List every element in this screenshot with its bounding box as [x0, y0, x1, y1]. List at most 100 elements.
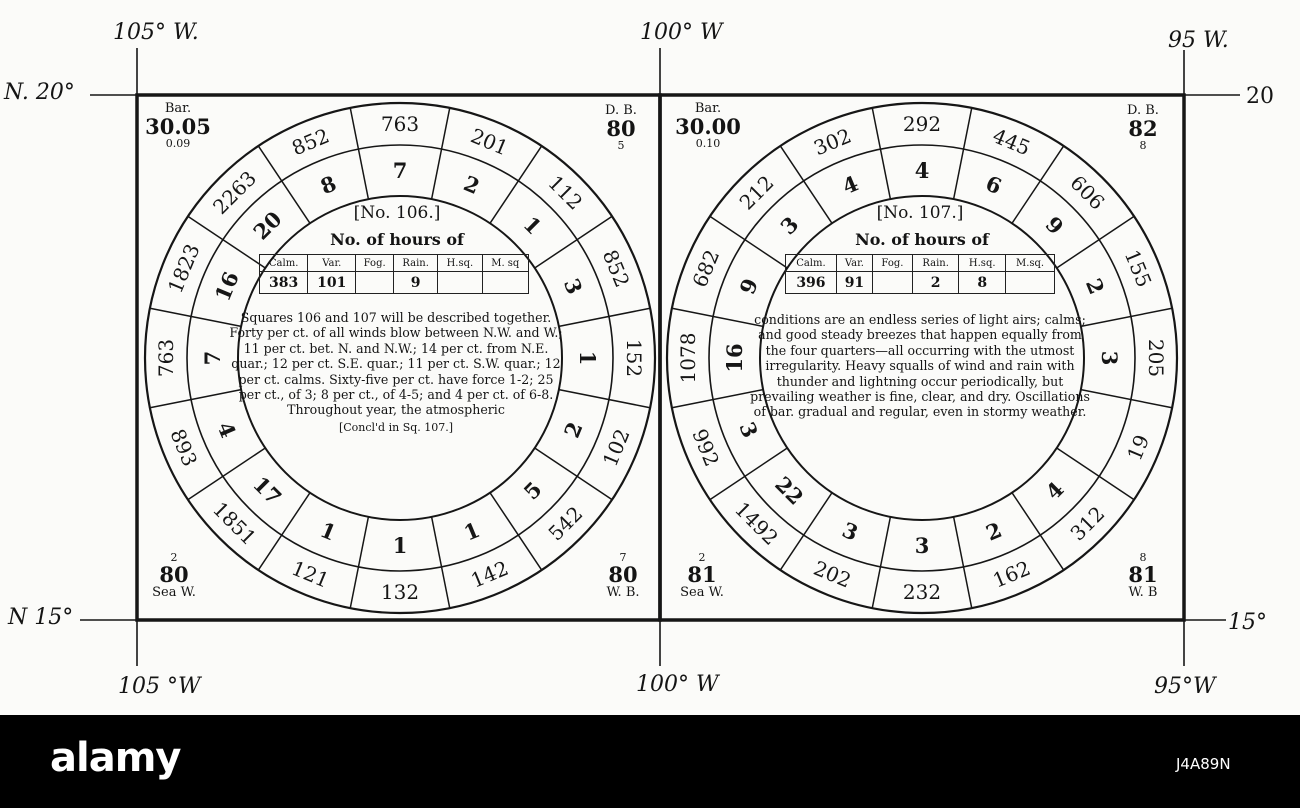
meridian-bottom-95: 95°W [1154, 674, 1216, 699]
sq107-td-msq [1005, 271, 1055, 294]
sq106-td-msq [481, 271, 530, 294]
sq107-inner-ring-value: 22 [770, 471, 808, 509]
alamy-logo: alamy [50, 735, 181, 781]
sq107-inner-ring-value: 4 [1041, 477, 1069, 505]
sq107-sector-divider [779, 145, 833, 224]
sq107-sea-label: Sea W. [680, 584, 724, 600]
sq106-hours-table: Calm. Var. Fog. Rain. H.sq. M. sq 383 10… [258, 254, 530, 294]
sq106-db-range: 5 [617, 138, 625, 152]
sq106-table-header-row: Calm. Var. Fog. Rain. H.sq. M. sq [258, 254, 530, 272]
sq106-td-hsq [437, 271, 483, 294]
sq106-inner-ring-value: 3 [559, 275, 588, 298]
sq106-outer-ring-value: 2263 [208, 166, 261, 219]
sq107-outer-circle [665, 101, 1179, 615]
sq107-outer-ring-value: 1492 [730, 497, 783, 550]
sq106-sea-range: 2 [170, 551, 178, 564]
parallel-south-right: 15° [1228, 610, 1267, 635]
meridian-bottom-100: 100° W [636, 672, 719, 697]
sq106-sector-divider [149, 388, 242, 409]
sq107-sector-divider [1080, 388, 1173, 409]
sq106-outer-ring-value: 132 [381, 580, 419, 604]
parallel-north-left: N. 20° [4, 80, 75, 105]
sq107-sector-divider [779, 492, 833, 571]
sq107-description: conditions are an endless series of ligh… [748, 312, 1092, 420]
sq106-outer-ring-value: 121 [288, 556, 332, 593]
sq106-sector-divider [534, 447, 613, 501]
sq107-outer-ring-value: 205 [1144, 339, 1168, 377]
sq106-sector-divider [187, 215, 266, 269]
parallel-north-right: 20 [1246, 84, 1274, 109]
sq106-outer-ring-value: 152 [622, 339, 646, 377]
sq107-db-value: 82 [1128, 115, 1158, 141]
sq106-sector-divider [430, 516, 451, 609]
sq106-middle-circle [186, 144, 614, 572]
sq107-wb-label: W. B [1128, 584, 1158, 600]
square-107-frame [658, 93, 1186, 622]
sq106-description-text: Squares 106 and 107 will be described to… [229, 310, 563, 418]
sq106-outer-ring-value: 102 [598, 425, 635, 469]
sq107-sector-divider [671, 388, 764, 409]
sq107-outer-ring-value: 292 [903, 112, 941, 136]
sq107-outer-ring-value: 992 [687, 425, 724, 469]
sq106-sector-divider [558, 388, 651, 409]
sq106-wb-label: W. B. [606, 584, 640, 600]
watermark-bar: alamy J4A89N [0, 715, 1300, 808]
sq106-th-calm: Calm. [258, 254, 309, 272]
sq107-title: [No. 107.] [876, 203, 964, 223]
sq107-inner-ring-value: 9 [734, 275, 763, 298]
sq107-inner-ring-value: 3 [915, 533, 930, 558]
sq106-sector-divider [430, 107, 451, 200]
sq106-inner-ring-value: 1 [317, 517, 340, 546]
sq106-subtitle: No. of hours of [330, 230, 464, 249]
sq106-inner-ring-value: 7 [200, 351, 225, 366]
sq107-inner-ring-value: 4 [839, 170, 862, 199]
sq107-sector-divider [709, 215, 788, 269]
sq106-td-rain: 9 [393, 271, 439, 294]
sq106-th-var: Var. [307, 254, 357, 272]
sq106-sector-divider [257, 145, 311, 224]
sq107-wb-range: 8 [1139, 551, 1147, 564]
sq106-wb-value: 80 [608, 561, 638, 587]
parallel-south-left: N 15° [8, 605, 74, 630]
sq106-td-calm: 383 [258, 271, 309, 294]
sq106-inner-circle [237, 195, 563, 521]
meridian-top-100: 100° W [640, 20, 723, 45]
sq106-outer-ring-value: 763 [381, 112, 419, 136]
sq107-sector-divider [1011, 145, 1065, 224]
sq107-subtitle: No. of hours of [855, 230, 989, 249]
sq107-sea-value: 81 [687, 561, 717, 587]
sq107-outer-ring-value: 19 [1122, 431, 1154, 464]
sq106-outer-circle [143, 101, 657, 615]
sq106-description: Squares 106 and 107 will be described to… [228, 310, 564, 435]
sq107-sector-divider [709, 447, 788, 501]
sq107-td-hsq: 8 [958, 271, 1007, 294]
sq106-outer-ring-value: 893 [165, 425, 202, 469]
sq107-inner-ring-value: 2 [1081, 275, 1110, 298]
meridian-top-95: 95 W. [1168, 28, 1229, 53]
sq107-th-calm: Calm. [785, 254, 837, 272]
sq106-inner-ring-value: 8 [317, 170, 340, 199]
sq106-td-fog [355, 271, 395, 294]
sq106-inner-ring-value: 16 [210, 268, 244, 305]
sq106-inner-ring-value: 1 [575, 351, 600, 366]
sq107-bar-label: Bar. [694, 101, 722, 116]
sq107-sea-water: 2 81 Sea W. [670, 552, 734, 599]
sq107-barometer: Bar. 30.00 0.10 [670, 102, 746, 149]
sq107-hours-table: Calm. Var. Fog. Rain. H.sq. M.sq. 396 91… [785, 254, 1055, 294]
sq107-sector-divider [1056, 447, 1135, 501]
sq107-wb-value: 81 [1128, 561, 1158, 587]
sq106-wet-bulb: 7 80 W. B. [594, 552, 652, 599]
sq106-outer-ring-value: 852 [288, 123, 332, 160]
sq106-sector-divider [349, 107, 370, 200]
sq107-th-var: Var. [835, 254, 874, 272]
sq106-th-hsq: H.sq. [437, 254, 483, 272]
sq106-inner-ring-value: 17 [248, 471, 286, 509]
sq106-outer-ring-value: 142 [467, 556, 511, 593]
sq107-inner-ring-value: 3 [734, 418, 763, 441]
sq107-th-msq: M.sq. [1005, 254, 1055, 272]
sq106-th-rain: Rain. [393, 254, 439, 272]
sq106-sector-divider [257, 492, 311, 571]
sq106-sector-divider [558, 307, 651, 328]
